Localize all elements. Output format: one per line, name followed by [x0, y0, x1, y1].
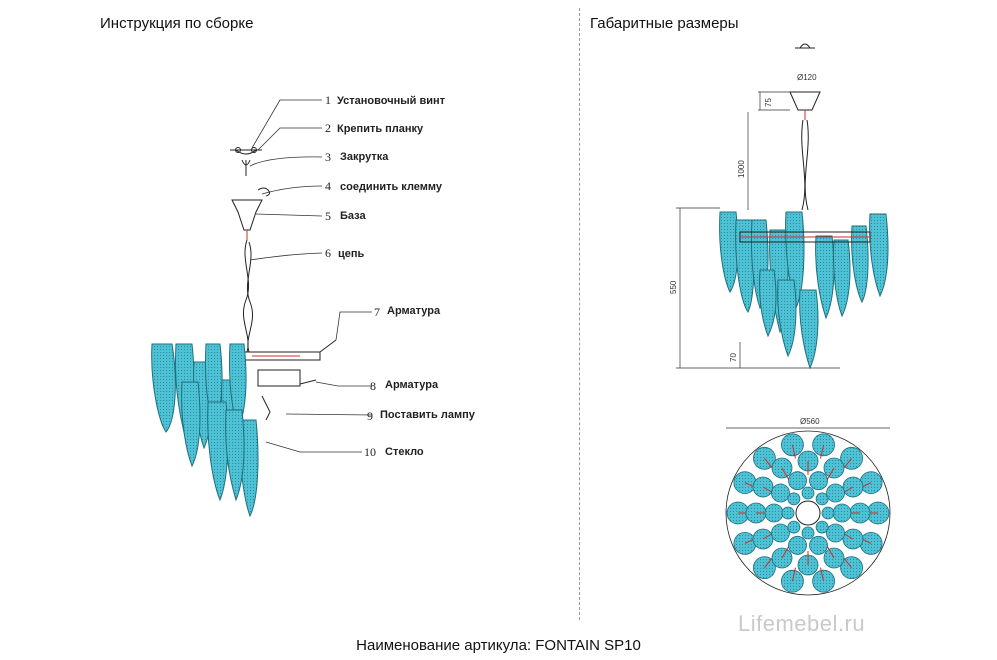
chain [242, 239, 254, 353]
frame-arms-side [739, 231, 871, 243]
callout-8-num: 8 [370, 379, 376, 393]
diameter-label: Ø560 [800, 417, 820, 426]
callout-list: 1 Установочный винт 2 Крепить планку 3 З… [325, 93, 476, 459]
arm-line [791, 567, 796, 582]
glass-drop-top [815, 492, 829, 506]
arm-line [826, 467, 835, 481]
glass-drop-top [787, 520, 801, 534]
callout-8-label: Арматура [385, 379, 439, 391]
glass-drops [151, 343, 259, 518]
mounting-screw-icon [230, 147, 262, 176]
top-view-drops [726, 433, 890, 593]
callout-2-num: 2 [325, 121, 331, 135]
dimensions-heading: Габаритные размеры [590, 15, 739, 32]
callout-7-num: 7 [374, 305, 380, 319]
callout-1-label: Установочный винт [337, 95, 446, 107]
glass-drop-top [771, 523, 790, 543]
callout-1-num: 1 [325, 93, 331, 107]
center-hub [795, 500, 821, 526]
callout-10-label: Стекло [385, 446, 424, 458]
chain [801, 119, 809, 211]
glass-drop-top [771, 483, 790, 503]
dimension-lines [676, 91, 890, 429]
canopy-diameter-label: Ø120 [797, 73, 817, 82]
glass-drop-top [788, 471, 807, 491]
chain-length-label: 1000 [737, 160, 746, 178]
glass-drop-top [801, 486, 815, 500]
glass-drop-top [801, 526, 815, 540]
callout-6-num: 6 [325, 246, 331, 260]
top-view-drawing: Ø560 [725, 417, 891, 596]
glass-drop-top [815, 520, 829, 534]
callout-3-num: 3 [325, 150, 331, 164]
glass-drop-top [826, 523, 845, 543]
callout-6-label: цепь [338, 248, 365, 260]
arm-line [826, 545, 835, 559]
glass-drop-top [787, 492, 801, 506]
glass-drop-top [821, 506, 835, 520]
section-divider [579, 8, 580, 620]
callout-5-label: База [340, 210, 366, 222]
assembly-drawing: 1 Установочный винт 2 Крепить планку 3 З… [151, 93, 476, 518]
glass-drop-top [764, 503, 784, 523]
callout-5-num: 5 [325, 209, 331, 223]
callout-9-label: Поставить лампу [380, 409, 476, 421]
arm-line [820, 567, 825, 582]
callout-3-label: Закрутка [340, 151, 389, 163]
callout-2-label: Крепить планку [337, 123, 424, 135]
assembly-heading: Инструкция по сборке [100, 15, 254, 32]
canopy-icon [789, 43, 821, 120]
glass-drop-top [809, 535, 828, 555]
arm-line [820, 444, 825, 459]
watermark: Lifemebel.ru [738, 611, 866, 636]
callout-9-num: 9 [367, 409, 373, 423]
canopy-height-label: 75 [764, 98, 773, 107]
glass-drop-top [781, 506, 795, 520]
callout-7-label: Арматура [387, 305, 441, 317]
height-label: 550 [669, 280, 678, 294]
side-view-drawing: Ø120 75 1000 550 70 [669, 43, 890, 429]
frame-arms [239, 339, 337, 421]
bottom-label: 70 [729, 353, 738, 362]
canopy-base [231, 187, 271, 240]
glass-drop-top [809, 471, 828, 491]
article-name: Наименование артикула: FONTAIN SP10 [356, 637, 641, 654]
callout-leaders [249, 99, 373, 453]
callout-4-label: соединить клемму [340, 181, 443, 193]
arm-line [781, 545, 790, 559]
arm-line [791, 444, 796, 459]
glass-drops-side [719, 211, 889, 370]
callout-10-num: 10 [364, 445, 376, 459]
glass-drop-top [788, 535, 807, 555]
outer-ring [725, 430, 891, 596]
arm-line [781, 467, 790, 481]
glass-drop-top [832, 503, 852, 523]
callout-4-num: 4 [325, 179, 331, 193]
glass-drop-top [826, 483, 845, 503]
